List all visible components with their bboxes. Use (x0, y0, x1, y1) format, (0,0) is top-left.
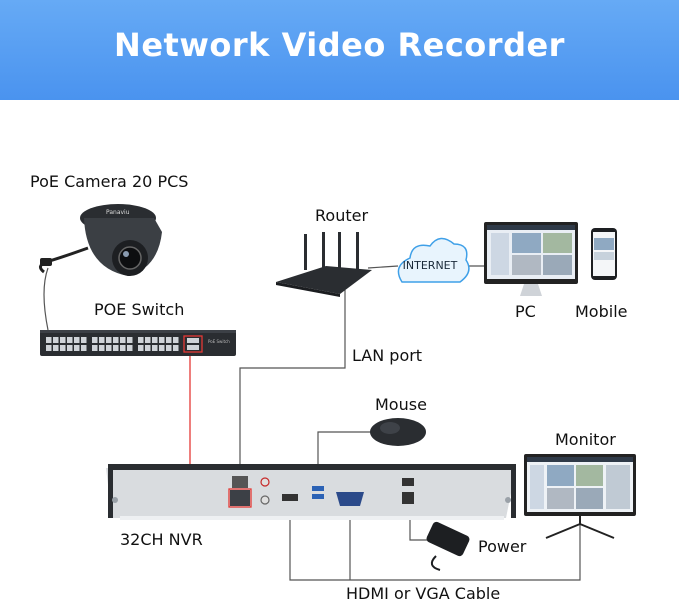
switch-port (159, 345, 165, 351)
header-banner: Network Video Recorder (0, 0, 679, 100)
switch-port (106, 345, 112, 351)
switch-uplink-port (187, 345, 199, 350)
router-device (276, 232, 372, 297)
switch-port (152, 337, 158, 343)
switch-port (145, 345, 151, 351)
monitor-label: Monitor (555, 430, 616, 449)
switch-port (81, 345, 87, 351)
switch-port (173, 345, 179, 351)
cable-label: HDMI or VGA Cable (346, 584, 501, 603)
internet-cloud (397, 237, 470, 283)
switch-port (99, 337, 105, 343)
hdmi-cable (289, 497, 581, 581)
switch-port (67, 345, 73, 351)
lan-cable (239, 290, 346, 478)
switch-port (159, 337, 165, 343)
pc-device (484, 222, 578, 296)
poe-switch-device: PoE Switch (40, 330, 236, 356)
camera-device: Panaviu (39, 204, 162, 276)
switch-port (145, 337, 151, 343)
lan-port-label: LAN port (352, 346, 423, 365)
mobile-device (591, 228, 617, 280)
switch-port (127, 345, 133, 351)
mouse-device (370, 418, 426, 446)
mouse-label: Mouse (375, 395, 427, 414)
camera-label: PoE Camera (30, 172, 127, 191)
nvr-label: 32CH NVR (120, 530, 203, 549)
mobile-label: Mobile (575, 302, 628, 321)
switch-port (138, 337, 144, 343)
page-title: Network Video Recorder (114, 26, 565, 64)
switch-port (113, 345, 119, 351)
switch-port (127, 337, 133, 343)
switch-port (120, 345, 126, 351)
router-internet-cable (367, 265, 399, 269)
switch-port (53, 337, 59, 343)
switch-port (113, 337, 119, 343)
cables (43, 265, 581, 581)
nvr-device (106, 464, 516, 520)
switch-port (67, 337, 73, 343)
switch-port (81, 337, 87, 343)
camera-quantity-label: 20 PCS (132, 172, 189, 191)
pc-label: PC (515, 302, 536, 321)
switch-uplink-highlight (183, 335, 203, 353)
switch-port (106, 337, 112, 343)
switch-port (92, 345, 98, 351)
switch-port (166, 345, 172, 351)
nvr-lan-highlight (228, 488, 252, 508)
switch-port (46, 345, 52, 351)
switch-uplink-port (187, 338, 199, 343)
switch-port (74, 337, 80, 343)
switch-port (173, 337, 179, 343)
switch-port (120, 337, 126, 343)
switch-port (53, 345, 59, 351)
switch-port (99, 345, 105, 351)
monitor-device (524, 454, 636, 539)
switch-ports (46, 337, 199, 351)
switch-port (60, 345, 66, 351)
svg-text:Panaviu: Panaviu (106, 209, 130, 216)
router-label: Router (315, 206, 369, 225)
power-label: Power (478, 537, 527, 556)
switch-port (166, 337, 172, 343)
switch-port (138, 345, 144, 351)
poe-switch-label: POE Switch (94, 300, 185, 319)
power-adapter (426, 521, 470, 571)
switch-port (92, 337, 98, 343)
switch-port (46, 337, 52, 343)
camera-cable (43, 267, 49, 331)
internet-label: INTERNET (402, 259, 458, 272)
switch-port (60, 337, 66, 343)
switch-port (152, 345, 158, 351)
switch-port (74, 345, 80, 351)
svg-text:PoE Switch: PoE Switch (208, 339, 230, 344)
